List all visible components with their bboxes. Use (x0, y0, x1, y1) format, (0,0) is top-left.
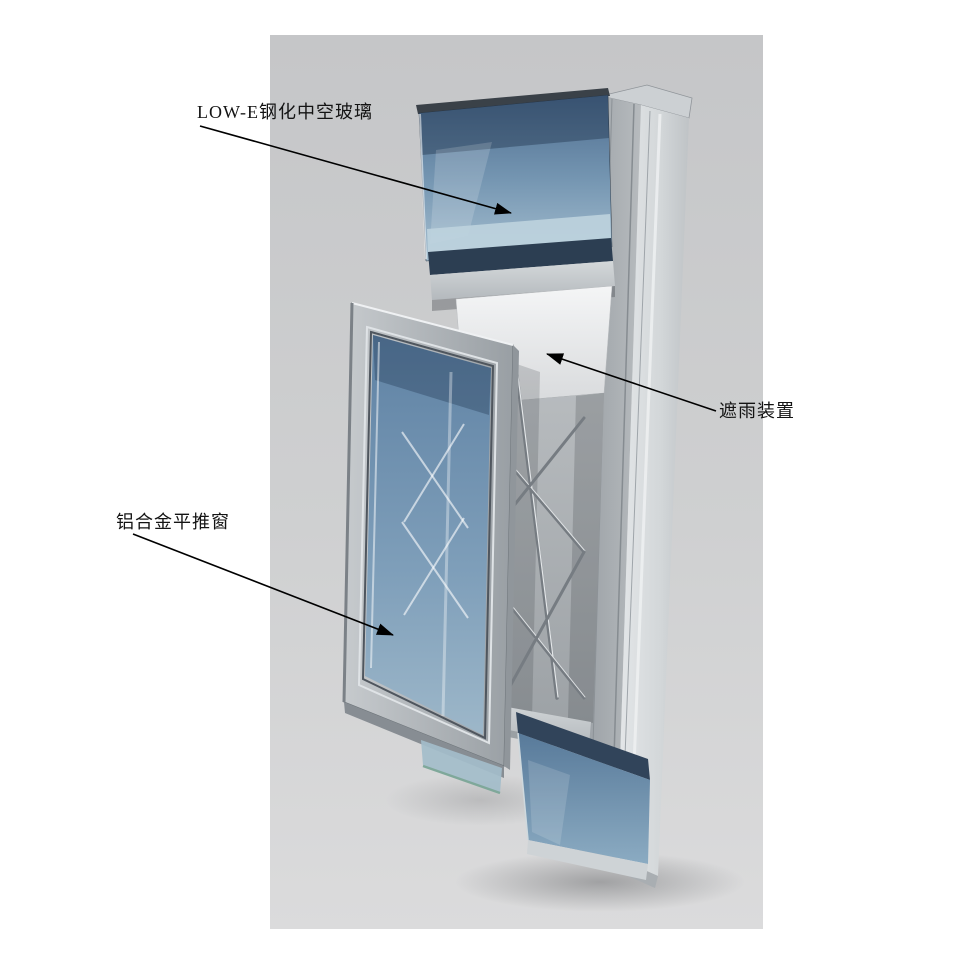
label-rain-shield: 遮雨装置 (719, 401, 795, 421)
assembly-shadow (455, 852, 745, 912)
sash-glass-sliver (421, 740, 502, 793)
sash-glass-reflections (370, 341, 469, 717)
glass-bottom-edge (428, 238, 613, 275)
bottom-glass-edge (527, 840, 648, 880)
mullion (578, 84, 693, 888)
label-top-glass: LOW-E钢化中空玻璃 (197, 102, 373, 122)
push-window-sash (342, 302, 519, 795)
label-push-window: 铝合金平推窗 (116, 512, 230, 532)
leader-rain-shield (546, 353, 717, 412)
glass-spacer-band (427, 214, 611, 254)
leader-push-window (132, 533, 394, 636)
sash-glass (365, 335, 491, 735)
top-glass-panel (416, 88, 615, 311)
bottom-glass-panel (516, 712, 650, 880)
leader-lines (132, 125, 717, 636)
leader-top-glass (199, 125, 512, 215)
